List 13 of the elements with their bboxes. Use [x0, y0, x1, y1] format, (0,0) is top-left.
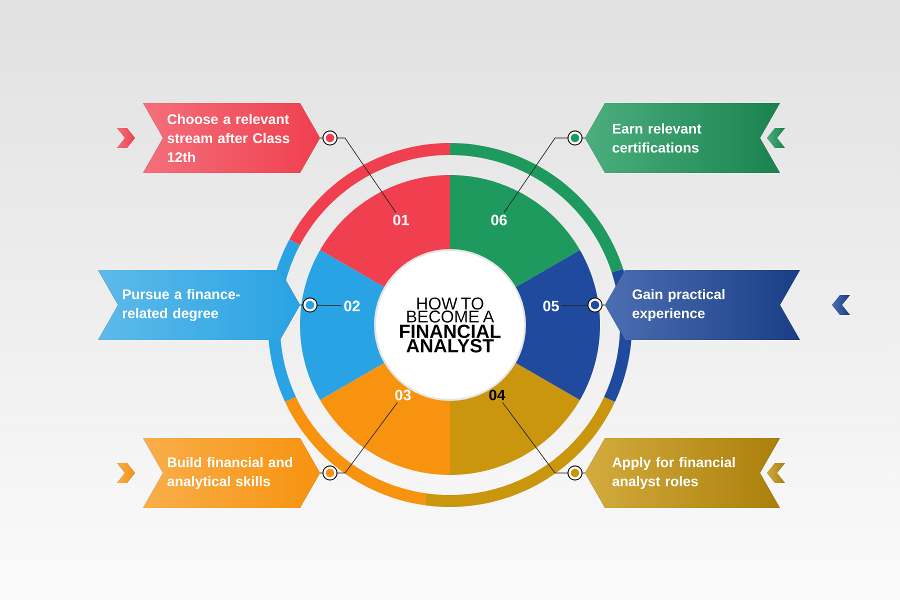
leader-line — [320, 130, 396, 213]
banner-box: Apply for financial analyst roles — [585, 438, 780, 508]
leader-line — [504, 130, 586, 213]
wedge-segment: 06 — [450, 175, 580, 290]
leader-line — [320, 402, 398, 480]
wedge-segment: 04 — [450, 360, 580, 475]
wedge-segment: 03 — [320, 360, 450, 475]
wedge-segment: 05 — [510, 250, 600, 400]
leader-line — [561, 298, 606, 312]
wedge-segment: 02 — [300, 250, 390, 400]
wedge-segment: 01 — [320, 175, 450, 290]
leader-line — [300, 298, 342, 312]
leader-line — [502, 402, 586, 480]
